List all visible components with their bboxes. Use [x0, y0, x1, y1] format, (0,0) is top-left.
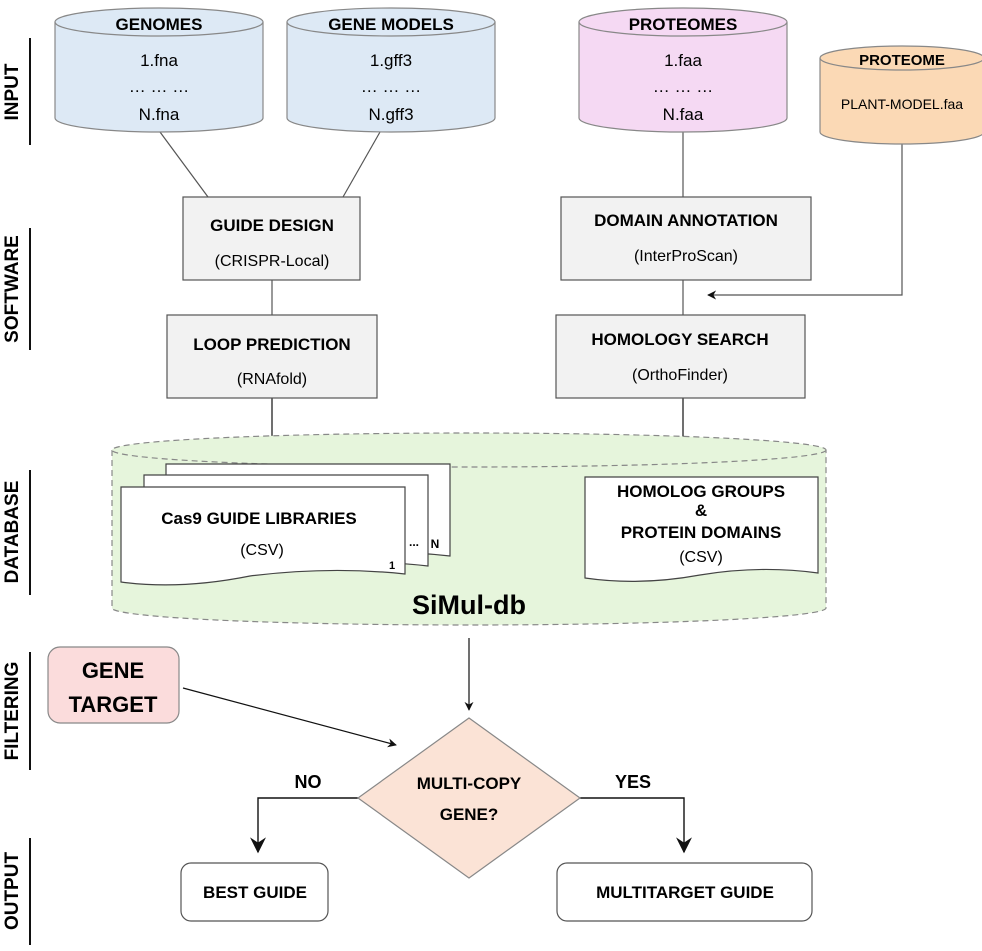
connector-no-branch [250, 797, 358, 854]
domain-annotation-title: DOMAIN ANNOTATION [594, 211, 778, 230]
proteome-file: PLANT-MODEL.faa [841, 96, 963, 112]
gene-models-last-file: N.gff3 [368, 105, 413, 124]
proteomes-cylinder [578, 22, 788, 133]
input-gene-models: GENE MODELS 1.gff3 … … … N.gff3 [286, 7, 496, 133]
decision-line2: GENE? [440, 805, 499, 824]
gene-models-first-file: 1.gff3 [370, 51, 412, 70]
proteomes-title: PROTEOMES [629, 15, 738, 34]
guide-design-tool: (CRISPR-Local) [215, 253, 330, 270]
software-guide-design: GUIDE DESIGN (CRISPR-Local) [182, 196, 361, 281]
homolog-format: (CSV) [679, 549, 723, 566]
output-best-guide: BEST GUIDE [180, 862, 329, 922]
genomes-first-file: 1.fna [140, 51, 178, 70]
homolog-document-shape [584, 476, 819, 582]
loop-prediction-title: LOOP PREDICTION [193, 335, 350, 354]
gene-target-line2: TARGET [69, 692, 158, 717]
stage-label-software: SOFTWARE [2, 235, 23, 343]
connector-target-decision [182, 687, 397, 748]
proteome-title: PROTEOME [859, 52, 945, 69]
guide-libraries-format: (CSV) [240, 542, 284, 559]
proteome-cylinder [819, 58, 982, 145]
connector-proteome-homology [707, 142, 903, 300]
stage-labels: INPUT SOFTWARE DATABASE FILTERING OUTPUT [2, 38, 31, 945]
gene-target-node: GENE TARGET [47, 646, 180, 724]
database-name: SiMul-db [412, 590, 526, 620]
stage-label-database: DATABASE [2, 481, 23, 584]
stage-label-output: OUTPUT [2, 852, 23, 931]
branch-label-yes: YES [615, 772, 651, 792]
software-domain-annotation: DOMAIN ANNOTATION (InterProScan) [560, 196, 812, 281]
output-multitarget-guide: MULTITARGET GUIDE [556, 862, 813, 922]
connector-genomes-guide [159, 131, 209, 198]
guide-libraries-stack: Cas9 GUIDE LIBRARIES (CSV) 1 ... N [120, 463, 451, 586]
guide-page-last: N [431, 537, 440, 551]
homology-search-tool: (OrthoFinder) [632, 367, 728, 384]
stage-label-input: INPUT [2, 63, 23, 120]
guide-libraries-title: Cas9 GUIDE LIBRARIES [161, 509, 357, 528]
homolog-title-line3: PROTEIN DOMAINS [621, 523, 782, 542]
homolog-title-line2: & [695, 501, 707, 520]
stage-label-filtering: FILTERING [2, 662, 23, 761]
input-genomes: GENOMES 1.fna … … … N.fna [54, 7, 264, 133]
guide-library-page-1 [120, 486, 406, 586]
proteomes-first-file: 1.faa [664, 51, 702, 70]
domain-annotation-tool: (InterProScan) [634, 248, 738, 265]
guide-page-dots: ... [409, 535, 419, 549]
best-guide-label: BEST GUIDE [203, 883, 307, 902]
gene-models-dots: … … … [361, 77, 421, 96]
gene-models-cylinder [286, 22, 496, 133]
decision-line1: MULTI-COPY [417, 774, 522, 793]
guide-design-title: GUIDE DESIGN [210, 216, 334, 235]
multitarget-guide-label: MULTITARGET GUIDE [596, 883, 774, 902]
genomes-title: GENOMES [116, 15, 203, 34]
connector-yes-branch [580, 797, 692, 854]
homolog-groups-document: HOMOLOG GROUPS & PROTEIN DOMAINS (CSV) [584, 476, 819, 582]
gene-target-line1: GENE [82, 658, 144, 683]
homolog-title-line1: HOMOLOG GROUPS [617, 482, 785, 501]
genomes-last-file: N.fna [139, 105, 180, 124]
proteomes-last-file: N.faa [663, 105, 704, 124]
connector-gff-guide [342, 131, 381, 198]
software-homology-search: HOMOLOGY SEARCH (OrthoFinder) [555, 314, 806, 399]
input-proteome: PROTEOME PLANT-MODEL.faa [819, 45, 982, 145]
gene-models-title: GENE MODELS [328, 15, 454, 34]
input-proteomes: PROTEOMES 1.faa … … … N.faa [578, 7, 788, 133]
branch-label-no: NO [295, 772, 322, 792]
genomes-cylinder [54, 22, 264, 133]
loop-prediction-tool: (RNAfold) [237, 371, 307, 388]
proteomes-dots: … … … [653, 77, 713, 96]
genomes-dots: … … … [129, 77, 189, 96]
guide-page-first: 1 [389, 560, 395, 572]
homology-search-title: HOMOLOGY SEARCH [591, 330, 768, 349]
multi-copy-decision: MULTI-COPY GENE? [356, 717, 582, 879]
software-loop-prediction: LOOP PREDICTION (RNAfold) [166, 314, 378, 399]
